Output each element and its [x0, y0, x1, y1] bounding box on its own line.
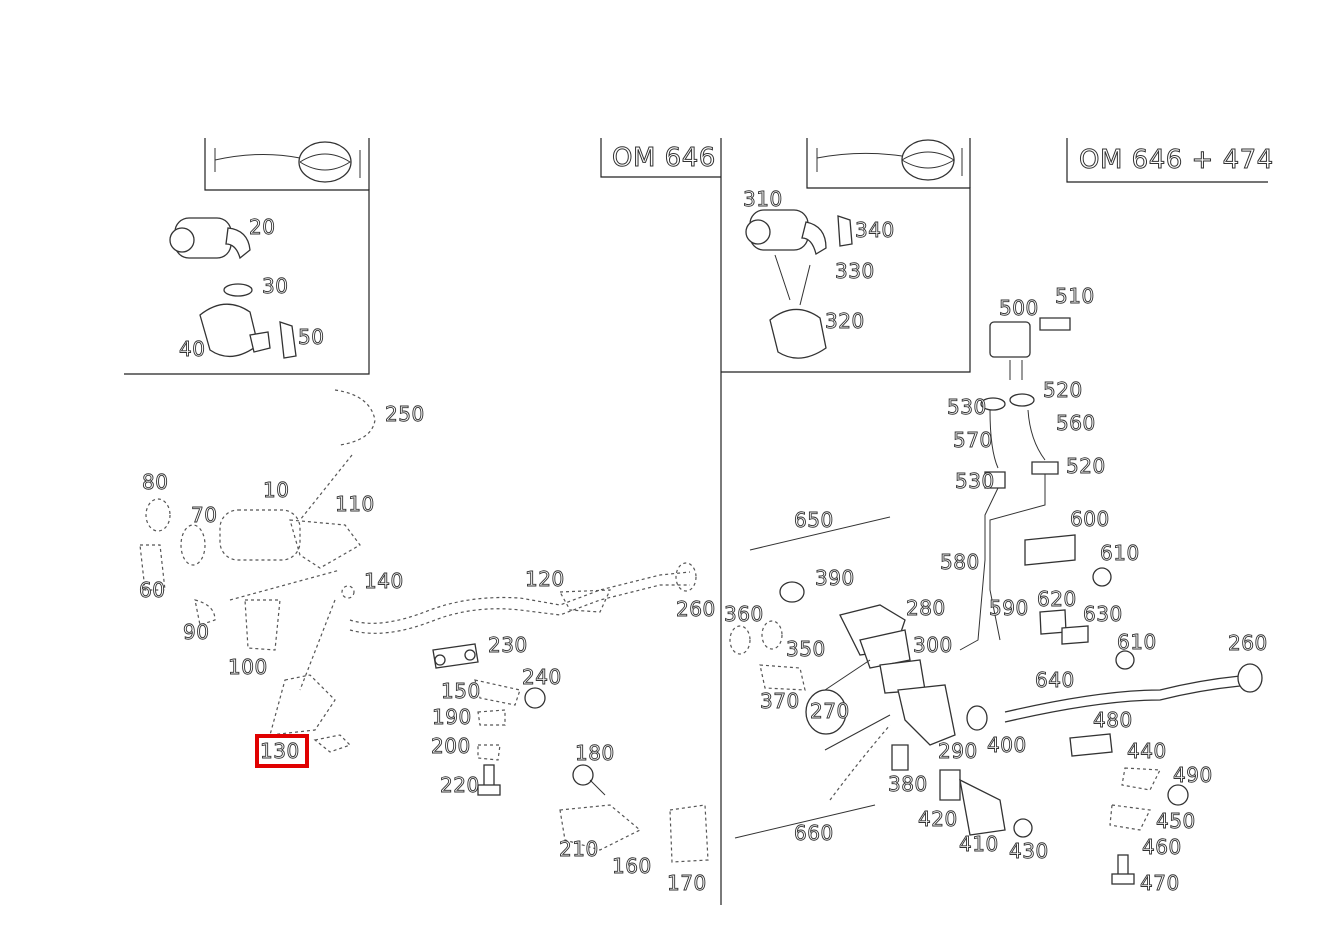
label-440: 440 [1127, 739, 1167, 763]
label-410: 410 [959, 832, 999, 856]
right-inset-parts [745, 209, 853, 359]
label-30: 30 [262, 274, 288, 298]
label-570: 570 [953, 428, 993, 452]
engine-title-left: OM 646 [612, 143, 716, 173]
label-470: 470 [1140, 871, 1180, 895]
label-90: 90 [183, 620, 209, 644]
label-110: 110 [335, 492, 375, 516]
label-660: 660 [794, 821, 834, 845]
label-350: 350 [786, 637, 826, 661]
label-210: 210 [559, 837, 599, 861]
label-460: 460 [1142, 835, 1182, 859]
label-220: 220 [440, 773, 480, 797]
label-360: 360 [724, 602, 764, 626]
label-180: 180 [575, 741, 615, 765]
label-600: 600 [1070, 507, 1110, 531]
label-650: 650 [794, 508, 834, 532]
label-120: 120 [525, 567, 565, 591]
label-230: 230 [488, 633, 528, 657]
label-480: 480 [1093, 708, 1133, 732]
label-80: 80 [142, 470, 168, 494]
highlight-box-130[interactable] [255, 734, 309, 768]
label-530-top: 530 [947, 395, 987, 419]
label-430: 430 [1009, 839, 1049, 863]
label-150: 150 [441, 679, 481, 703]
label-40: 40 [179, 337, 205, 361]
label-140: 140 [364, 569, 404, 593]
label-200: 200 [431, 734, 471, 758]
label-280: 280 [906, 596, 946, 620]
label-190: 190 [432, 705, 472, 729]
frames [124, 138, 1268, 905]
label-380: 380 [888, 772, 928, 796]
label-640: 640 [1035, 668, 1075, 692]
label-310: 310 [743, 187, 783, 211]
part-labels: 20 30 40 50 250 80 10 110 70 140 60 120 … [139, 187, 1268, 896]
left-inset-parts [169, 217, 297, 359]
label-620: 620 [1037, 587, 1077, 611]
label-370: 370 [760, 689, 800, 713]
label-260-left: 260 [676, 597, 716, 621]
left-hardware [432, 643, 709, 863]
label-580: 580 [940, 550, 980, 574]
label-520-top: 520 [1043, 378, 1083, 402]
label-340: 340 [855, 218, 895, 242]
label-240: 240 [522, 665, 562, 689]
label-290: 290 [938, 739, 978, 763]
label-590: 590 [989, 596, 1029, 620]
label-270: 270 [810, 699, 850, 723]
label-420: 420 [918, 807, 958, 831]
label-510: 510 [1055, 284, 1095, 308]
label-20: 20 [249, 215, 275, 239]
label-10: 10 [263, 478, 289, 502]
label-490: 490 [1173, 763, 1213, 787]
label-390: 390 [815, 566, 855, 590]
label-260-right: 260 [1228, 631, 1268, 655]
label-100: 100 [228, 655, 268, 679]
label-320: 320 [825, 309, 865, 333]
label-170: 170 [667, 871, 707, 895]
logo-emblem-left [214, 141, 361, 183]
left-main-assembly [139, 389, 697, 753]
label-330: 330 [835, 259, 875, 283]
engine-title-right: OM 646 + 474 [1079, 145, 1274, 175]
label-560: 560 [1056, 411, 1096, 435]
right-main-assembly [729, 317, 1263, 885]
label-630: 630 [1083, 602, 1123, 626]
label-500: 500 [999, 296, 1039, 320]
label-610-bottom: 610 [1117, 630, 1157, 654]
label-300: 300 [913, 633, 953, 657]
logo-emblem-right [816, 139, 963, 181]
label-130: 130 [260, 739, 300, 763]
label-70: 70 [191, 503, 217, 527]
label-520-bottom: 520 [1066, 454, 1106, 478]
label-530-bottom: 530 [955, 469, 995, 493]
label-450: 450 [1156, 809, 1196, 833]
label-50: 50 [298, 325, 324, 349]
label-160: 160 [612, 854, 652, 878]
label-610-top: 610 [1100, 541, 1140, 565]
label-400: 400 [987, 733, 1027, 757]
label-250: 250 [385, 402, 425, 426]
label-60: 60 [139, 578, 165, 602]
